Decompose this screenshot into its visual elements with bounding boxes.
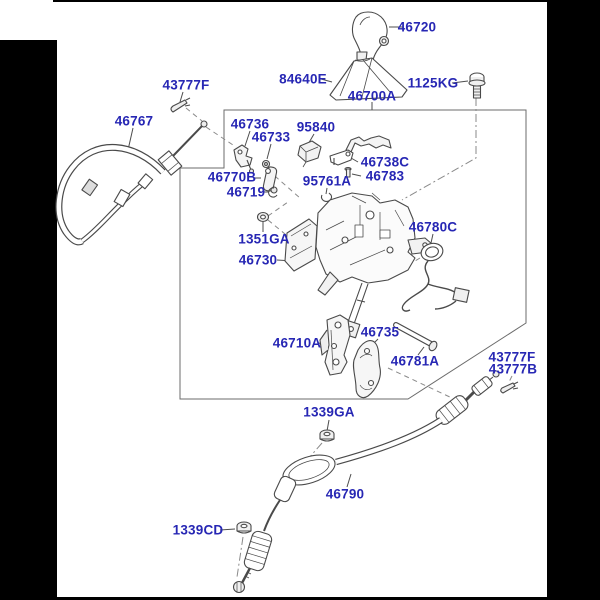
bracket-46735-drawing bbox=[352, 340, 381, 399]
clip-46719-drawing bbox=[267, 187, 278, 198]
part-label-boot[interactable]: 84640E bbox=[279, 71, 327, 87]
part-label-bracket-lower[interactable]: 46735 bbox=[360, 324, 400, 340]
cotter-pin-right-drawing bbox=[500, 381, 519, 394]
part-label-wiring[interactable]: 46780C bbox=[408, 219, 458, 235]
part-label-washer[interactable]: 1351GA bbox=[238, 231, 290, 247]
grommet-46733-drawing bbox=[261, 159, 271, 169]
part-label-grommet-a[interactable]: 46733 bbox=[251, 129, 291, 145]
part-label-bolt[interactable]: 1125KG bbox=[407, 75, 459, 91]
nut-1339ga-drawing bbox=[319, 429, 335, 442]
lever-46770b-drawing bbox=[262, 166, 278, 194]
part-label-nut-upper[interactable]: 1339GA bbox=[303, 404, 355, 420]
part-label-knob[interactable]: 46720 bbox=[397, 19, 437, 35]
assembly-outline-box bbox=[179, 109, 527, 400]
part-label-lever-lower[interactable]: 46710A bbox=[272, 335, 322, 351]
washer-1351ga-drawing bbox=[256, 211, 270, 223]
bracket-46738c-drawing bbox=[329, 135, 392, 166]
part-label-pin-upper[interactable]: 43777F bbox=[162, 77, 210, 93]
part-label-housing[interactable]: 46730 bbox=[238, 252, 278, 268]
lower-cable-drawing bbox=[232, 370, 500, 594]
nut-1339cd-drawing bbox=[236, 521, 252, 534]
switch-95840-drawing bbox=[297, 140, 322, 168]
part-label-lever-b[interactable]: 46770B bbox=[207, 169, 257, 185]
pin-46783-drawing bbox=[344, 166, 352, 178]
rod-46781a-drawing bbox=[393, 322, 438, 352]
bracket-46736-drawing bbox=[233, 144, 255, 174]
part-label-bracket-b[interactable]: 46738C bbox=[360, 154, 410, 170]
shift-boot-drawing bbox=[329, 51, 408, 101]
part-label-pin-right-b[interactable]: 43777B bbox=[488, 361, 538, 377]
part-label-bracket-a[interactable]: 46736 bbox=[230, 116, 270, 132]
part-label-nut-lower[interactable]: 1339CD bbox=[172, 522, 224, 538]
part-label-pin-b[interactable]: 46783 bbox=[365, 168, 405, 184]
upper-cable-drawing bbox=[55, 120, 208, 246]
wiring-46780c-drawing bbox=[401, 242, 470, 312]
lever-46710a-drawing bbox=[319, 314, 351, 376]
part-label-clip-a[interactable]: 46719 bbox=[226, 184, 266, 200]
clip-95761a-drawing bbox=[320, 192, 333, 202]
part-label-lever-assembly[interactable]: 46700A bbox=[347, 88, 397, 104]
part-label-switch[interactable]: 95840 bbox=[296, 119, 336, 135]
part-label-cable-upper[interactable]: 46767 bbox=[114, 113, 154, 129]
cotter-pin-upper-drawing bbox=[170, 97, 191, 113]
bolt-drawing bbox=[468, 72, 486, 99]
housing-46730-drawing bbox=[284, 192, 433, 339]
leader-lines bbox=[127, 26, 469, 531]
part-label-rod[interactable]: 46781A bbox=[390, 353, 440, 369]
part-label-control-cable[interactable]: 46790 bbox=[325, 486, 365, 502]
part-label-clip-b[interactable]: 95761A bbox=[302, 173, 352, 189]
part-label-pin-right-f[interactable]: 43777F bbox=[488, 349, 536, 365]
